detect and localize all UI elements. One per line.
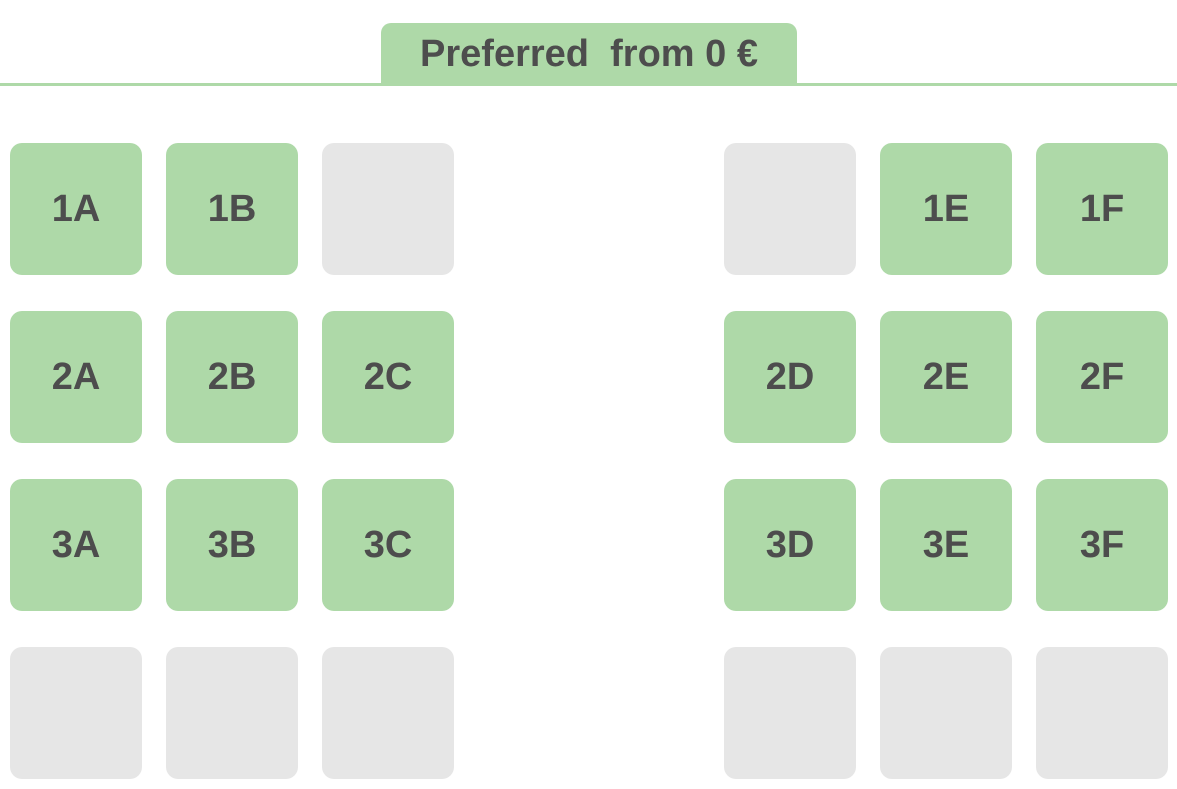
seat	[322, 647, 454, 779]
seat[interactable]: 1F	[1036, 143, 1168, 275]
section-header: Preferred from 0 €	[0, 0, 1177, 86]
seat[interactable]: 2B	[166, 311, 298, 443]
seat[interactable]: 3D	[724, 479, 856, 611]
seat[interactable]: 2E	[880, 311, 1012, 443]
section-price-tab: Preferred from 0 €	[381, 23, 797, 85]
seat[interactable]: 1E	[880, 143, 1012, 275]
seat[interactable]: 3C	[322, 479, 454, 611]
seat	[724, 143, 856, 275]
seat[interactable]: 2A	[10, 311, 142, 443]
seat[interactable]: 3E	[880, 479, 1012, 611]
seat	[724, 647, 856, 779]
seat[interactable]: 3F	[1036, 479, 1168, 611]
seat[interactable]: 1B	[166, 143, 298, 275]
seat[interactable]: 3B	[166, 479, 298, 611]
seat[interactable]: 1A	[10, 143, 142, 275]
seat[interactable]: 2C	[322, 311, 454, 443]
seat	[166, 647, 298, 779]
seat[interactable]: 2D	[724, 311, 856, 443]
seat	[10, 647, 142, 779]
seat[interactable]: 3A	[10, 479, 142, 611]
seat	[322, 143, 454, 275]
seat[interactable]: 2F	[1036, 311, 1168, 443]
seat	[1036, 647, 1168, 779]
seat	[880, 647, 1012, 779]
